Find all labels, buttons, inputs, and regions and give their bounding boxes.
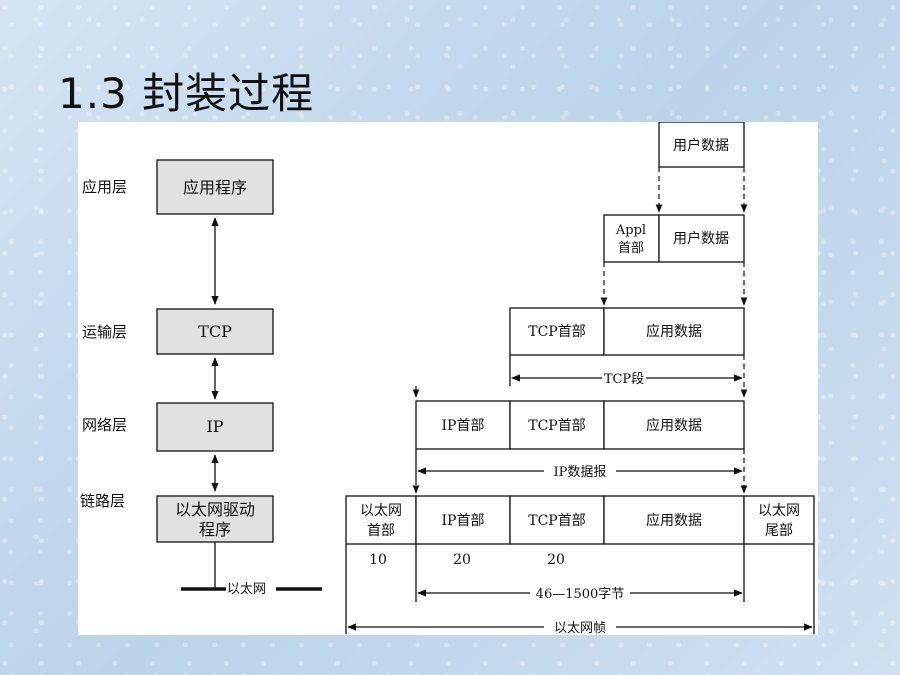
tcp-segment-label: TCP段: [604, 372, 644, 387]
app-data-text-3: 应用数据: [646, 512, 702, 529]
layer-label-transport: 运输层: [82, 323, 127, 341]
eth-header-line2: 首部: [367, 523, 395, 539]
eth-trailer-line1: 以太网: [758, 503, 800, 519]
user-data-text: 用户数据: [673, 137, 729, 154]
app-data-text: 应用数据: [646, 323, 702, 340]
layer-label-app: 应用层: [82, 178, 127, 196]
encapsulation-diagram: 应用层 应用程序 运输层 TCP 网络层 IP 链路层 以太网驱动 程序 以太网…: [80, 122, 815, 635]
user-data-box-2: [658, 214, 745, 263]
ip-header-text-2: IP首部: [442, 513, 485, 529]
layer-label-network: 网络层: [82, 416, 127, 434]
ip-header-box: [415, 400, 511, 450]
appl-header-line1: Appl: [615, 223, 646, 238]
diagram-panel: 应用层 应用程序 运输层 TCP 网络层 IP 链路层 以太网驱动 程序 以太网…: [78, 122, 818, 635]
ip-datagram-label: IP数据报: [554, 465, 607, 480]
tcp-header-text-2: TCP首部: [528, 418, 585, 434]
layer-label-link: 链路层: [80, 492, 125, 510]
tcp-header-text-3: TCP首部: [528, 513, 585, 529]
layer-box-app: [156, 159, 274, 215]
layer-box-transport-text: TCP: [198, 322, 232, 341]
app-data-box-2: [603, 400, 745, 450]
app-data-box-3: [603, 495, 745, 545]
tcp-header-box-2: [509, 400, 605, 450]
slide-title: 1.3 封装过程: [58, 69, 315, 118]
layer-box-network: [156, 402, 274, 452]
appl-header-line2: 首部: [618, 241, 644, 256]
ip-header-text: IP首部: [442, 418, 485, 434]
ip-header-box-2: [415, 495, 511, 545]
eth-header-box: [345, 495, 417, 545]
eth-trailer-box: [743, 495, 815, 545]
eth-header-size: 10: [369, 552, 387, 568]
layer-box-link-line1: 以太网驱动: [175, 500, 255, 519]
layer-box-network-text: IP: [206, 417, 223, 436]
layer-box-app-text: 应用程序: [183, 178, 247, 197]
tcp-header-text: TCP首部: [528, 324, 585, 340]
user-data-text-2: 用户数据: [673, 230, 729, 247]
tcp-header-box: [509, 307, 605, 356]
appl-header-box: [603, 214, 660, 263]
ip-header-size: 20: [453, 552, 471, 568]
eth-trailer-line2: 尾部: [765, 523, 793, 539]
layer-box-link-line2: 程序: [199, 520, 231, 539]
tcp-header-size: 20: [547, 552, 565, 568]
ethernet-medium-label: 以太网: [227, 582, 266, 597]
tcp-header-box-3: [509, 495, 605, 545]
payload-range-label: 46—1500字节: [536, 587, 625, 602]
app-data-box: [603, 307, 745, 356]
ethernet-frame-label: 以太网帧: [554, 621, 606, 635]
layer-box-transport: [156, 308, 274, 355]
eth-header-line1: 以太网: [360, 503, 402, 519]
user-data-box: [658, 122, 745, 168]
app-data-text-2: 应用数据: [646, 417, 702, 434]
